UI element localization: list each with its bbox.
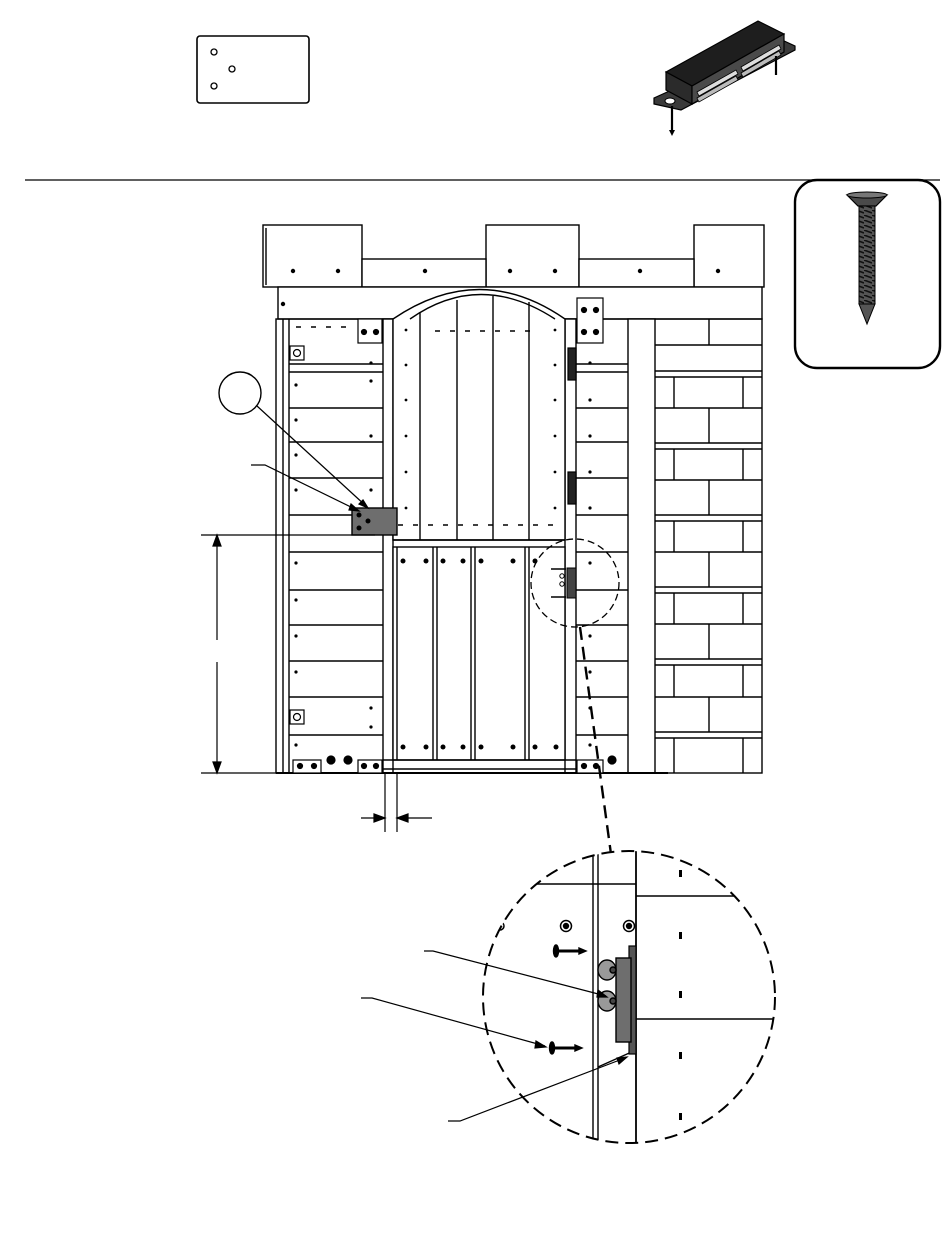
callout-circle xyxy=(219,372,261,414)
part-mounting-plate xyxy=(197,36,309,103)
detail-view xyxy=(470,840,790,1160)
part-screw-box xyxy=(795,180,940,368)
mounting-plate-installed xyxy=(352,508,397,535)
part-magnetic-catch xyxy=(654,21,795,136)
castle-wall xyxy=(263,225,764,773)
height-dimension xyxy=(201,535,375,773)
brick-wall xyxy=(655,319,762,773)
callout-leaders xyxy=(251,406,368,511)
gap-dimension xyxy=(361,773,432,832)
